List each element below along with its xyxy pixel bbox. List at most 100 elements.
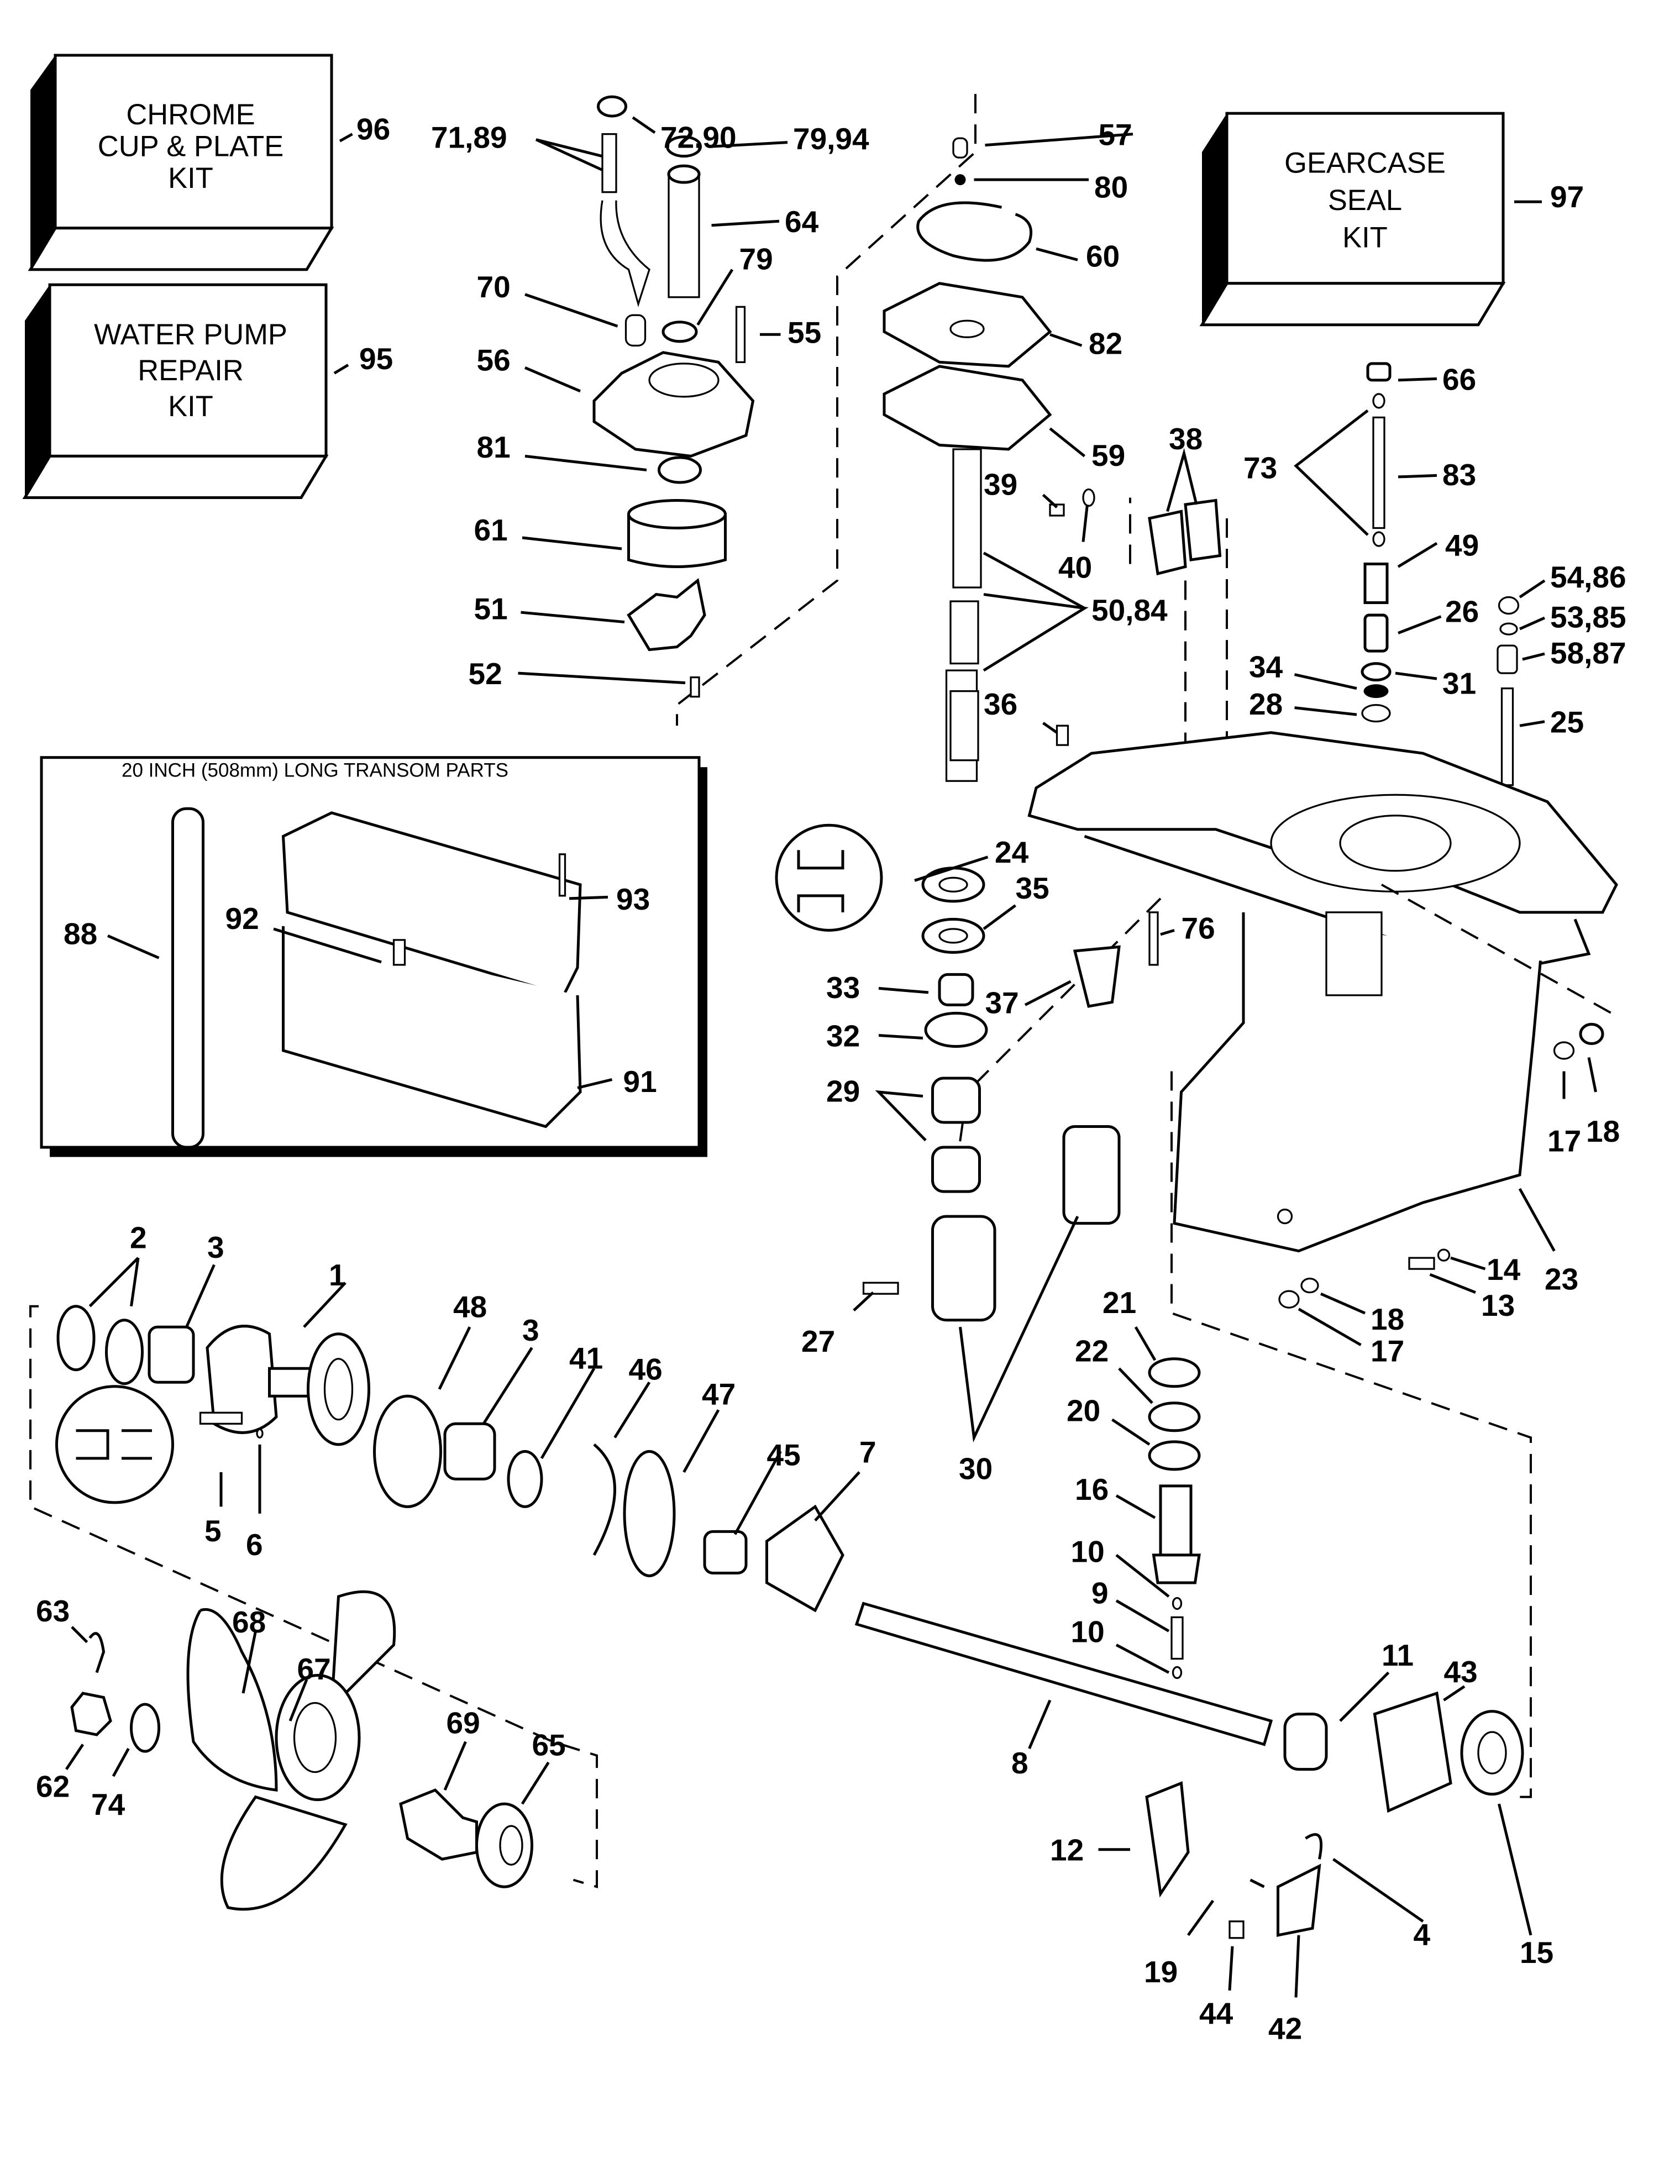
kit-label-line: WATER PUMP (94, 318, 287, 351)
callout-76: 76 (1182, 911, 1215, 945)
kit-label-line: REPAIR (138, 354, 244, 387)
kit-label-line: CHROME (126, 98, 255, 131)
callout-56: 56 (477, 343, 511, 377)
callout-93: 93 (616, 882, 650, 916)
callout-44: 44 (1199, 1996, 1233, 2030)
callout-25: 25 (1550, 705, 1584, 739)
callout-71-89: 71,89 (431, 120, 507, 155)
callout-48: 48 (453, 1290, 487, 1324)
callout-95: 95 (359, 342, 393, 376)
callout-91: 91 (623, 1064, 657, 1099)
callout-83: 83 (1442, 458, 1476, 492)
callout-3b: 3 (522, 1313, 539, 1347)
callout-24: 24 (995, 835, 1029, 869)
callout-63: 63 (36, 1594, 70, 1628)
callout-22: 22 (1075, 1334, 1109, 1368)
callout-13: 13 (1481, 1288, 1515, 1322)
inset-title: 20 INCH (508mm) LONG TRANSOM PARTS (122, 760, 508, 781)
callout-26: 26 (1445, 595, 1479, 629)
callout-58-87: 58,87 (1550, 636, 1626, 670)
kit-label-line: SEAL (1328, 184, 1402, 217)
callout-1: 1 (329, 1258, 346, 1292)
callout-35: 35 (1015, 871, 1049, 905)
driveshaft-assembly (883, 137, 1228, 830)
callout-5: 5 (204, 1514, 222, 1548)
callout-47: 47 (702, 1377, 736, 1411)
callout-19: 19 (1144, 1955, 1178, 1989)
kit-box-chrome-cup-plate: CHROME CUP & PLATE KIT 96 (28, 54, 390, 271)
callout-55: 55 (788, 315, 821, 349)
callout-15: 15 (1520, 1935, 1553, 1970)
callout-80: 80 (1094, 170, 1128, 204)
callout-7: 7 (859, 1435, 876, 1469)
kit-label-line: GEARCASE (1284, 147, 1446, 180)
callout-79-94: 79,94 (793, 122, 869, 156)
callout-61: 61 (474, 513, 508, 547)
callout-74: 74 (91, 1787, 125, 1821)
callout-36: 36 (984, 687, 1017, 721)
callout-10a: 10 (1071, 1534, 1105, 1568)
callout-23: 23 (1545, 1262, 1578, 1296)
callout-51: 51 (474, 592, 508, 626)
callout-43: 43 (1443, 1655, 1477, 1689)
long-transom-inset: 20 INCH (508mm) LONG TRANSOM PARTS (40, 756, 707, 1157)
pinion-stack (1148, 1357, 1201, 1679)
callout-66: 66 (1442, 362, 1476, 396)
callout-49: 49 (1445, 528, 1479, 562)
callout-50-84: 50,84 (1091, 593, 1168, 627)
callout-20: 20 (1067, 1393, 1100, 1427)
propshaft-assembly (29, 1305, 1524, 1939)
water-pump-assembly (592, 94, 977, 726)
callout-28: 28 (1249, 687, 1283, 721)
callout-33: 33 (826, 970, 860, 1005)
callout-70: 70 (477, 270, 511, 304)
callout-92: 92 (225, 901, 259, 936)
callout-31: 31 (1442, 666, 1476, 701)
callout-17b: 17 (1371, 1334, 1404, 1368)
callout-69: 69 (447, 1706, 480, 1740)
callout-14: 14 (1487, 1252, 1521, 1287)
callout-8: 8 (1011, 1746, 1028, 1780)
callout-18: 18 (1586, 1114, 1620, 1148)
kit-box-gearcase-seal: GEARCASE SEAL KIT 97 (1199, 112, 1584, 327)
callout-21: 21 (1102, 1285, 1136, 1320)
callout-4: 4 (1413, 1917, 1430, 1951)
callout-72-90: 72,90 (660, 120, 737, 155)
callout-41: 41 (569, 1341, 603, 1375)
callout-38: 38 (1169, 422, 1203, 456)
kit-label-line: CUP & PLATE (98, 130, 284, 163)
callout-60: 60 (1086, 239, 1120, 274)
bearing-stack (775, 823, 1121, 1322)
callout-67: 67 (297, 1652, 331, 1686)
callout-52: 52 (469, 657, 502, 691)
callout-29: 29 (826, 1074, 860, 1108)
kit-label-line: KIT (1342, 222, 1388, 254)
callout-53-85: 53,85 (1550, 600, 1626, 634)
callout-10b: 10 (1071, 1614, 1105, 1649)
callout-96: 96 (356, 112, 390, 146)
callout-12: 12 (1050, 1833, 1084, 1867)
callout-59: 59 (1091, 438, 1125, 473)
callout-18b: 18 (1371, 1302, 1404, 1336)
propeller-assembly (70, 1590, 533, 1911)
callout-32: 32 (826, 1019, 860, 1053)
callout-6: 6 (246, 1527, 263, 1562)
callout-2: 2 (130, 1221, 147, 1255)
callout-73: 73 (1243, 450, 1277, 485)
callout-97: 97 (1550, 180, 1584, 214)
callout-57: 57 (1099, 118, 1132, 152)
callout-9: 9 (1091, 1576, 1109, 1610)
callout-82: 82 (1089, 326, 1122, 360)
callout-34: 34 (1249, 650, 1283, 684)
callout-45: 45 (767, 1437, 801, 1472)
kit-label-line: KIT (168, 390, 213, 423)
callout-30: 30 (959, 1451, 993, 1485)
callout-3a: 3 (207, 1230, 224, 1264)
callout-79: 79 (739, 242, 773, 276)
callout-64: 64 (785, 204, 819, 239)
callout-16: 16 (1075, 1472, 1109, 1506)
kit-label-line: KIT (168, 162, 213, 195)
callout-62: 62 (36, 1770, 70, 1804)
callout-54-86: 54,86 (1550, 560, 1626, 594)
